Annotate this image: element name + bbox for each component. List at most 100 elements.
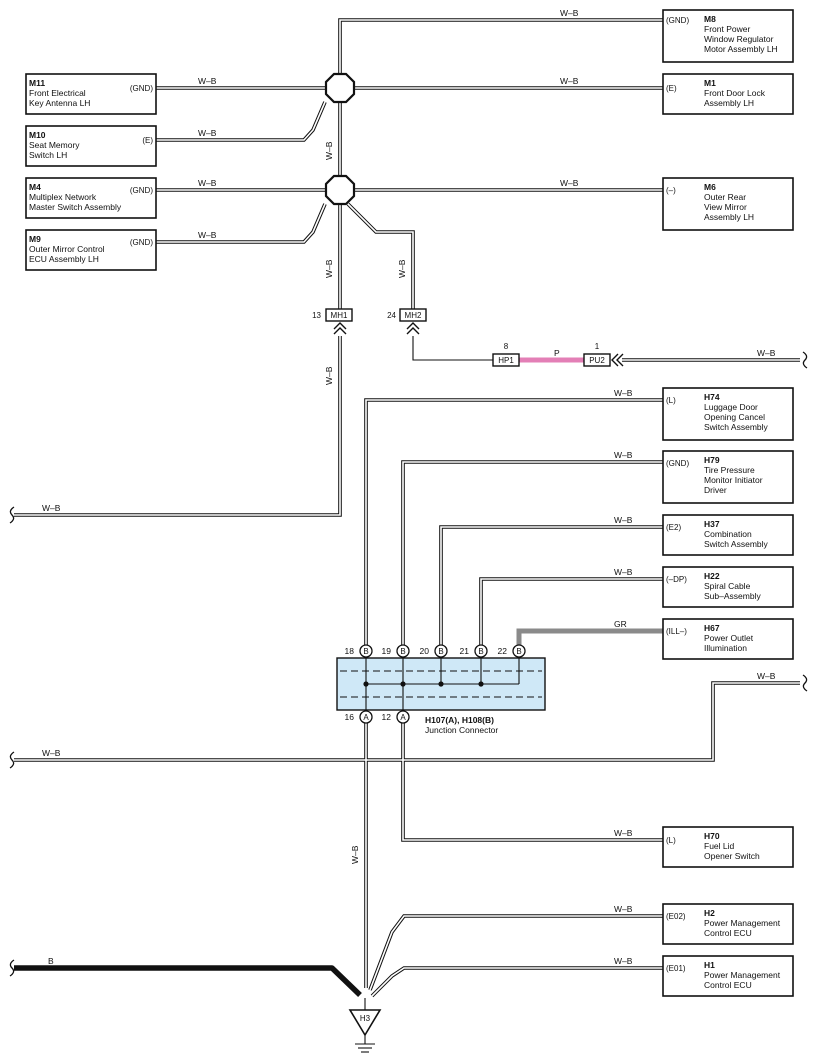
svg-text:P: P (554, 348, 560, 358)
svg-text:M11: M11 (29, 78, 45, 88)
svg-text:M6: M6 (704, 182, 716, 192)
svg-text:H79: H79 (704, 455, 720, 465)
svg-text:Outer Rear: Outer Rear (704, 192, 746, 202)
wb-wires (14, 18, 800, 998)
svg-text:H74: H74 (704, 392, 720, 402)
jc-pin-21: B 21 (460, 644, 488, 658)
svg-text:W–B: W–B (198, 178, 217, 188)
svg-text:M9: M9 (29, 234, 41, 244)
svg-text:W–B: W–B (42, 503, 61, 513)
svg-text:Window Regulator: Window Regulator (704, 34, 774, 44)
svg-text:W–B: W–B (350, 845, 360, 864)
ground-h3: H3 (348, 998, 382, 1053)
svg-text:M8: M8 (704, 14, 716, 24)
component-m6: (–) M6 Outer Rear View Mirror Assembly L… (662, 177, 794, 231)
svg-text:(–DP): (–DP) (666, 575, 687, 584)
svg-text:Seat Memory: Seat Memory (29, 140, 80, 150)
wire-labels: W–B W–B W–B W–B W–B W–B W–B W–B W–B W–B … (42, 8, 776, 966)
svg-text:(E2): (E2) (666, 523, 681, 532)
svg-text:W–B: W–B (397, 259, 407, 278)
svg-text:W–B: W–B (324, 366, 334, 385)
svg-text:(GND): (GND) (130, 186, 153, 195)
svg-text:M4: M4 (29, 182, 41, 192)
svg-text:Master Switch Assembly: Master Switch Assembly (29, 202, 122, 212)
svg-text:A: A (400, 713, 406, 722)
svg-text:13: 13 (312, 311, 321, 320)
svg-text:W–B: W–B (614, 388, 633, 398)
connector-hp1: HP1 8 (492, 342, 520, 367)
svg-text:Power Management: Power Management (704, 918, 781, 928)
connector-mh2: MH2 24 (387, 308, 427, 335)
svg-text:Opening Cancel: Opening Cancel (704, 412, 765, 422)
svg-text:H3: H3 (360, 1014, 371, 1023)
svg-text:MH1: MH1 (331, 311, 348, 320)
component-m1: (E) M1 Front Door Lock Assembly LH (662, 73, 794, 115)
svg-text:H22: H22 (704, 571, 720, 581)
svg-text:W–B: W–B (324, 141, 334, 160)
svg-text:Assembly LH: Assembly LH (704, 98, 754, 108)
svg-text:22: 22 (498, 646, 508, 656)
component-m9: M9 Outer Mirror Control ECU Assembly LH … (25, 229, 157, 271)
svg-text:W–B: W–B (198, 76, 217, 86)
svg-text:(E01): (E01) (666, 964, 686, 973)
svg-text:ECU Assembly LH: ECU Assembly LH (29, 254, 99, 264)
svg-text:Fuel Lid: Fuel Lid (704, 841, 735, 851)
svg-text:18: 18 (345, 646, 355, 656)
mh2-hp1-wire (412, 336, 493, 361)
gray-wire (516, 628, 663, 648)
svg-text:Spiral Cable: Spiral Cable (704, 581, 751, 591)
svg-text:W–B: W–B (560, 8, 579, 18)
svg-text:GR: GR (614, 619, 627, 629)
svg-text:Front Electrical: Front Electrical (29, 88, 86, 98)
svg-text:W–B: W–B (324, 259, 334, 278)
svg-text:H37: H37 (704, 519, 720, 529)
jc-pin-12: A 12 (382, 710, 410, 724)
component-h2: (E02) H2 Power Management Control ECU (662, 903, 794, 945)
svg-text:W–B: W–B (614, 828, 633, 838)
svg-text:(GND): (GND) (666, 16, 689, 25)
svg-text:(E02): (E02) (666, 912, 686, 921)
svg-text:Sub–Assembly: Sub–Assembly (704, 591, 761, 601)
svg-text:Control ECU: Control ECU (704, 980, 752, 990)
svg-text:B: B (516, 647, 521, 656)
connector-mh1: MH1 13 (312, 308, 353, 335)
jc-pin-18: B 18 (345, 644, 373, 658)
svg-text:(E): (E) (666, 84, 677, 93)
junction-connector: B 18 B 19 B 20 B 21 B 22 A 16 (336, 644, 546, 735)
svg-text:Tire Pressure: Tire Pressure (704, 465, 755, 475)
svg-text:8: 8 (504, 342, 509, 351)
svg-text:W–B: W–B (757, 671, 776, 681)
svg-text:H70: H70 (704, 831, 720, 841)
component-h79: (GND) H79 Tire Pressure Monitor Initiato… (662, 450, 794, 504)
jc-pin-16: A 16 (345, 710, 373, 724)
svg-text:(L): (L) (666, 396, 676, 405)
svg-text:B: B (363, 647, 368, 656)
svg-text:Front Power: Front Power (704, 24, 750, 34)
svg-text:H67: H67 (704, 623, 720, 633)
svg-text:Power Outlet: Power Outlet (704, 633, 754, 643)
svg-text:Driver: Driver (704, 485, 727, 495)
svg-text:Switch Assembly: Switch Assembly (704, 422, 769, 432)
svg-text:W–B: W–B (757, 348, 776, 358)
component-h74: (L) H74 Luggage Door Opening Cancel Swit… (662, 387, 794, 441)
black-ground-wire (14, 965, 362, 997)
svg-text:View Mirror: View Mirror (704, 202, 747, 212)
svg-text:Front Door Lock: Front Door Lock (704, 88, 766, 98)
jc-pin-22: B 22 (498, 644, 526, 658)
svg-text:W–B: W–B (560, 76, 579, 86)
jc-pin-19: B 19 (382, 644, 410, 658)
svg-text:W–B: W–B (198, 128, 217, 138)
svg-text:W–B: W–B (614, 956, 633, 966)
component-m10: M10 Seat Memory Switch LH (E) (25, 125, 157, 167)
svg-text:Monitor Initiator: Monitor Initiator (704, 475, 763, 485)
svg-text:M1: M1 (704, 78, 716, 88)
svg-text:W–B: W–B (614, 450, 633, 460)
svg-text:W–B: W–B (560, 178, 579, 188)
svg-text:W–B: W–B (614, 515, 633, 525)
junction-connector-title: H107(A), H108(B) (425, 715, 494, 725)
svg-text:Outer Mirror Control: Outer Mirror Control (29, 244, 105, 254)
component-h67: (ILL–) H67 Power Outlet Illumination (662, 618, 794, 660)
svg-text:16: 16 (345, 712, 355, 722)
svg-text:(GND): (GND) (130, 84, 153, 93)
